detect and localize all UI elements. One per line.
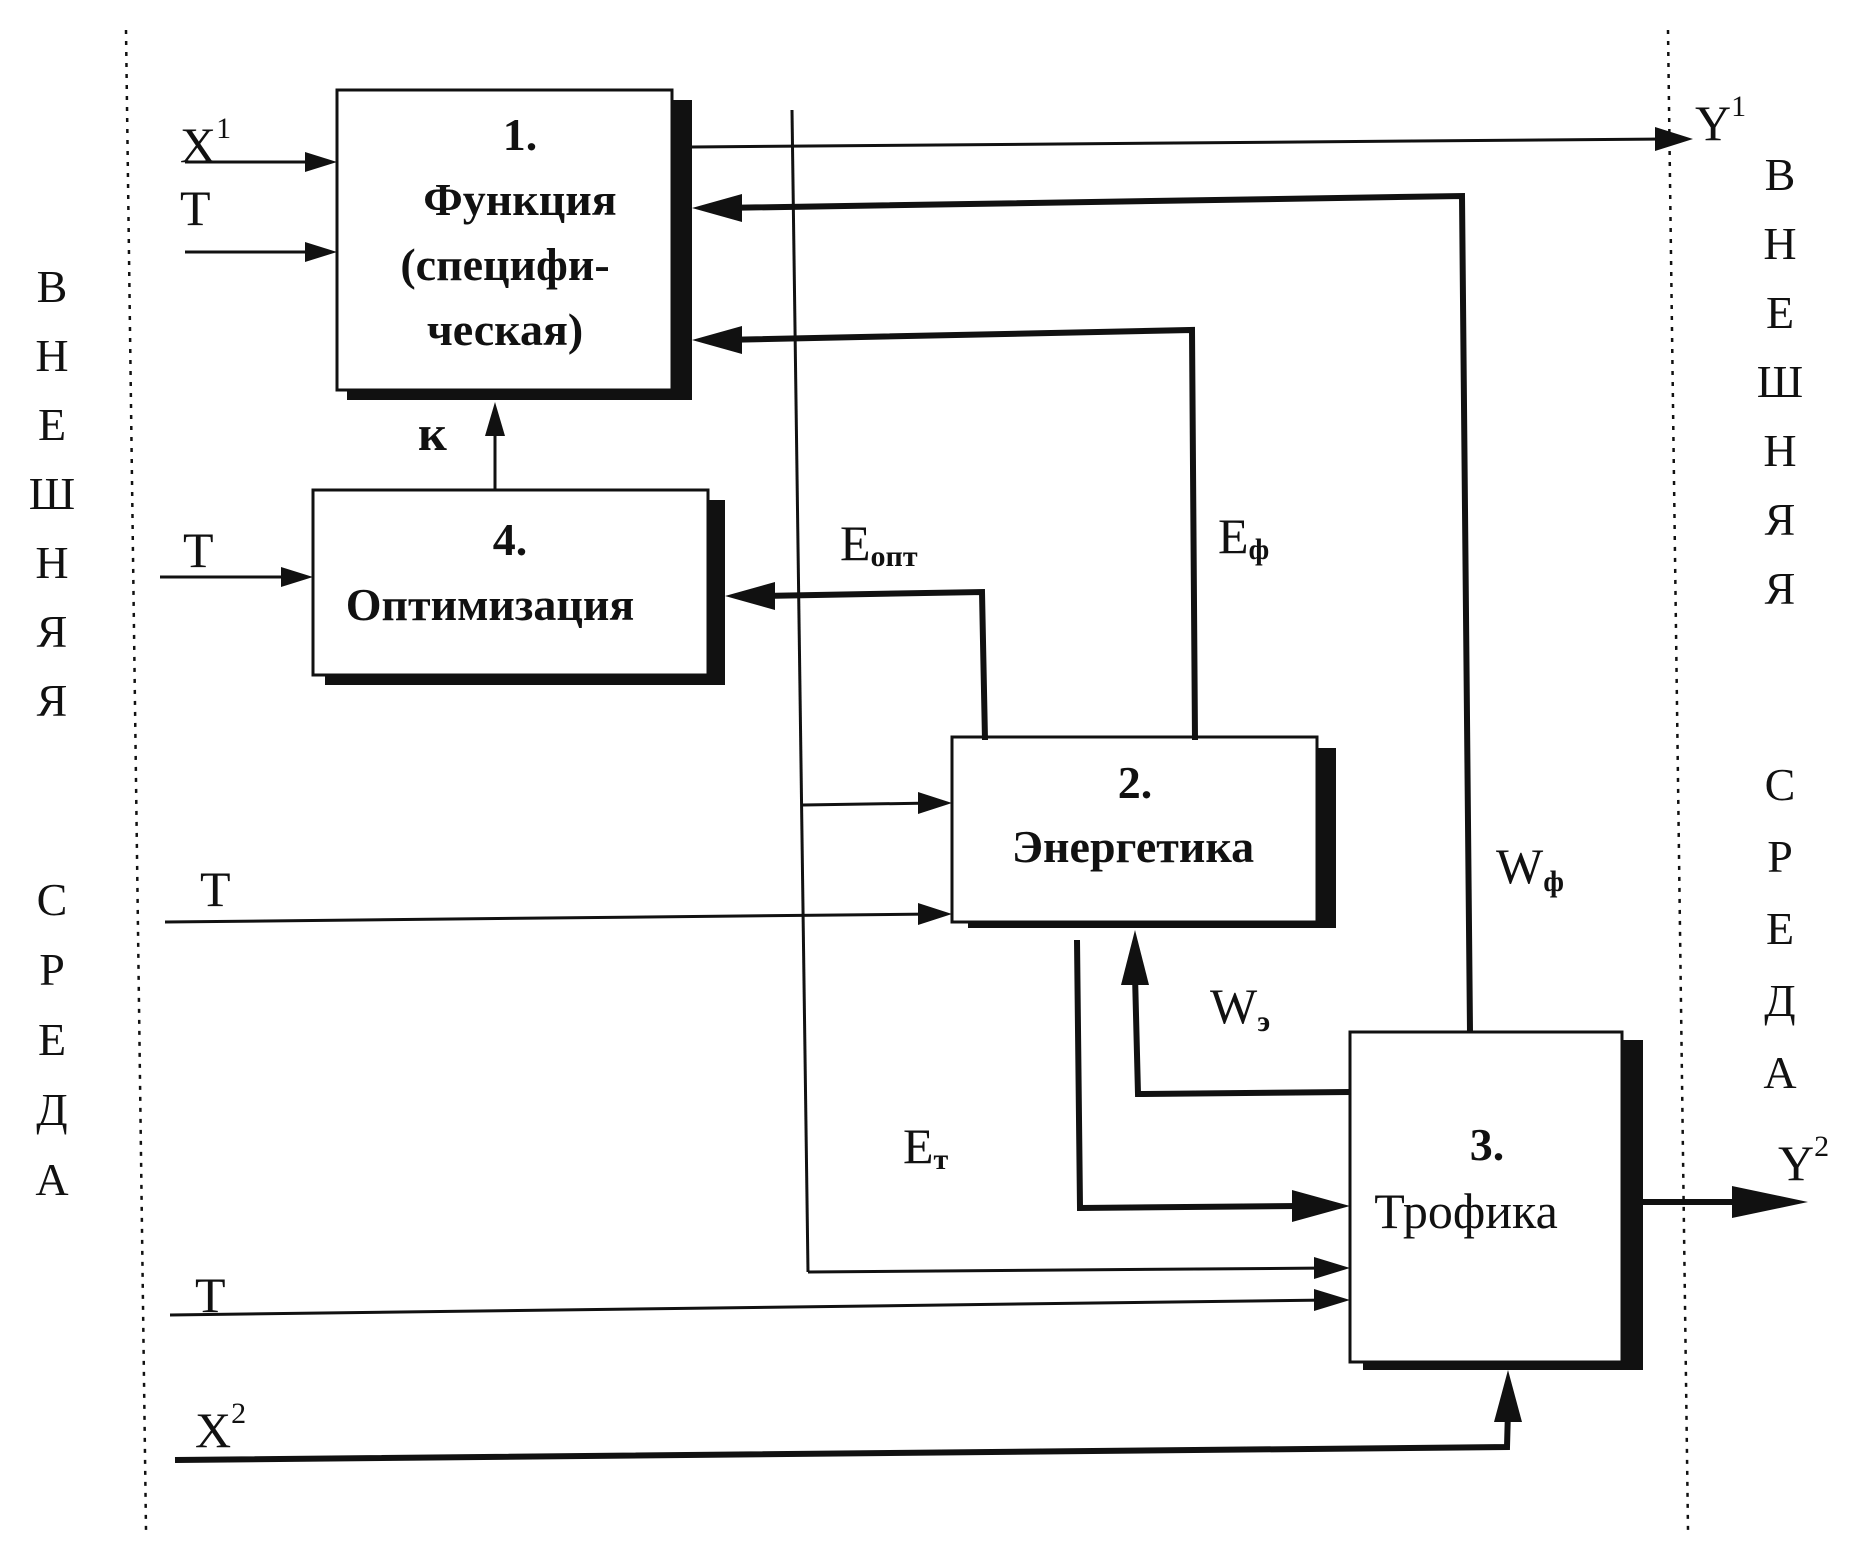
w-e-arrowhead bbox=[1121, 930, 1149, 985]
x1-label: X1 bbox=[180, 112, 231, 173]
block-function-number: 1. bbox=[503, 109, 538, 160]
right-environment-letter: А bbox=[1763, 1047, 1796, 1098]
left-environment-letter: Я bbox=[37, 606, 68, 657]
right-environment-letter: Я bbox=[1765, 494, 1796, 545]
t3-label: T bbox=[195, 1267, 226, 1323]
y2-arrowhead bbox=[1732, 1186, 1808, 1218]
e-f-label: Eф bbox=[1218, 508, 1269, 566]
e-t-trophic-arrowhead bbox=[1314, 1257, 1350, 1279]
t2-arrowhead bbox=[918, 903, 952, 925]
block-function: 1. Функция (специфи- ческая) bbox=[335, 88, 692, 400]
t2-label: T bbox=[200, 861, 231, 917]
left-environment-letter: Е bbox=[38, 399, 66, 450]
right-boundary-line bbox=[1666, 29, 1690, 1531]
left-environment-letter: Д bbox=[36, 1084, 67, 1135]
right-environment-letter: Р bbox=[1767, 831, 1793, 882]
right-environment-letter: Ш bbox=[1757, 356, 1803, 407]
left-environment-letter: Е bbox=[38, 1014, 66, 1065]
left-environment-letter: С bbox=[37, 874, 68, 925]
t4-arrowhead bbox=[281, 567, 313, 587]
e-t-branch-trophic bbox=[807, 1266, 1331, 1274]
e-opt-arrowhead bbox=[725, 582, 775, 610]
e-t-label: Eт bbox=[903, 1118, 949, 1176]
right-environment-letter: Я bbox=[1765, 563, 1796, 614]
left-environment-letter: Н bbox=[35, 537, 68, 588]
e-opt-label: Eопт bbox=[840, 515, 918, 573]
energy-to-trophic-arrowhead bbox=[1292, 1190, 1350, 1222]
left-environment-letter: В bbox=[37, 261, 68, 312]
block-trophic-line1: Трофика bbox=[1374, 1183, 1558, 1239]
right-environment-letter: В bbox=[1765, 149, 1796, 200]
e-f-line bbox=[719, 326, 1198, 741]
t1-arrowhead bbox=[305, 242, 337, 262]
right-environment-letter: Е bbox=[1766, 903, 1794, 954]
e-t-branch-energy bbox=[802, 801, 936, 807]
e-t-energy-arrowhead bbox=[918, 792, 952, 814]
right-environment-letter: Е bbox=[1766, 287, 1794, 338]
t3-input-arrow bbox=[169, 1298, 1331, 1317]
block-trophic: 3. Трофика bbox=[1348, 1030, 1643, 1370]
energy-to-trophic-line bbox=[1074, 939, 1301, 1212]
left-environment-letter: Ш bbox=[29, 468, 75, 519]
block-energy: 2. Энергетика bbox=[950, 735, 1336, 928]
y1-output-line bbox=[691, 137, 1661, 149]
block-trophic-number: 3. bbox=[1470, 1119, 1505, 1170]
t3-arrowhead bbox=[1314, 1289, 1350, 1311]
right-environment-letter: С bbox=[1765, 759, 1796, 810]
y1-label: Y1 bbox=[1695, 90, 1746, 151]
block-optimization-line1: Оптимизация bbox=[346, 579, 635, 630]
k-label: к bbox=[418, 405, 447, 461]
block-function-line1: Функция bbox=[423, 174, 616, 225]
x1-arrowhead bbox=[305, 152, 337, 172]
block-optimization-number: 4. bbox=[493, 514, 528, 565]
block-function-line3: ческая) bbox=[427, 304, 583, 355]
left-environment-letter: Н bbox=[35, 330, 68, 381]
e-f-arrowhead bbox=[692, 326, 742, 354]
x2-arrowhead bbox=[1494, 1370, 1522, 1422]
block-function-line2: (специфи- bbox=[400, 239, 609, 290]
w-f-arrowhead bbox=[692, 194, 742, 222]
left-boundary-line bbox=[124, 29, 148, 1531]
left-environment-letter: Р bbox=[39, 944, 65, 995]
t1-label: T bbox=[180, 180, 211, 236]
block-energy-number: 2. bbox=[1118, 757, 1153, 808]
t2-input-arrow bbox=[164, 912, 936, 924]
right-environment-letter: Н bbox=[1763, 218, 1796, 269]
w-e-line bbox=[1132, 974, 1351, 1098]
w-e-label: Wэ bbox=[1210, 978, 1270, 1038]
block-energy-line1: Энергетика bbox=[1012, 821, 1254, 872]
block-optimization: 4. Оптимизация bbox=[311, 488, 725, 685]
right-environment-letter: Н bbox=[1763, 425, 1796, 476]
x2-input-line bbox=[174, 1409, 1511, 1463]
e-opt-line bbox=[759, 588, 988, 741]
k-arrowhead bbox=[485, 402, 505, 436]
w-f-label: Wф bbox=[1496, 838, 1564, 898]
y2-label: Y2 bbox=[1778, 1130, 1829, 1191]
left-environment-letter: Я bbox=[37, 675, 68, 726]
w-f-feedback-line bbox=[719, 192, 1473, 1033]
y1-arrowhead bbox=[1655, 127, 1693, 151]
left-environment-letter: А bbox=[35, 1154, 68, 1205]
t4-label: T bbox=[183, 522, 214, 578]
right-environment-letter: Д bbox=[1764, 975, 1795, 1026]
x2-label: X2 bbox=[195, 1397, 246, 1458]
e-t-trunk-line bbox=[790, 109, 810, 1273]
